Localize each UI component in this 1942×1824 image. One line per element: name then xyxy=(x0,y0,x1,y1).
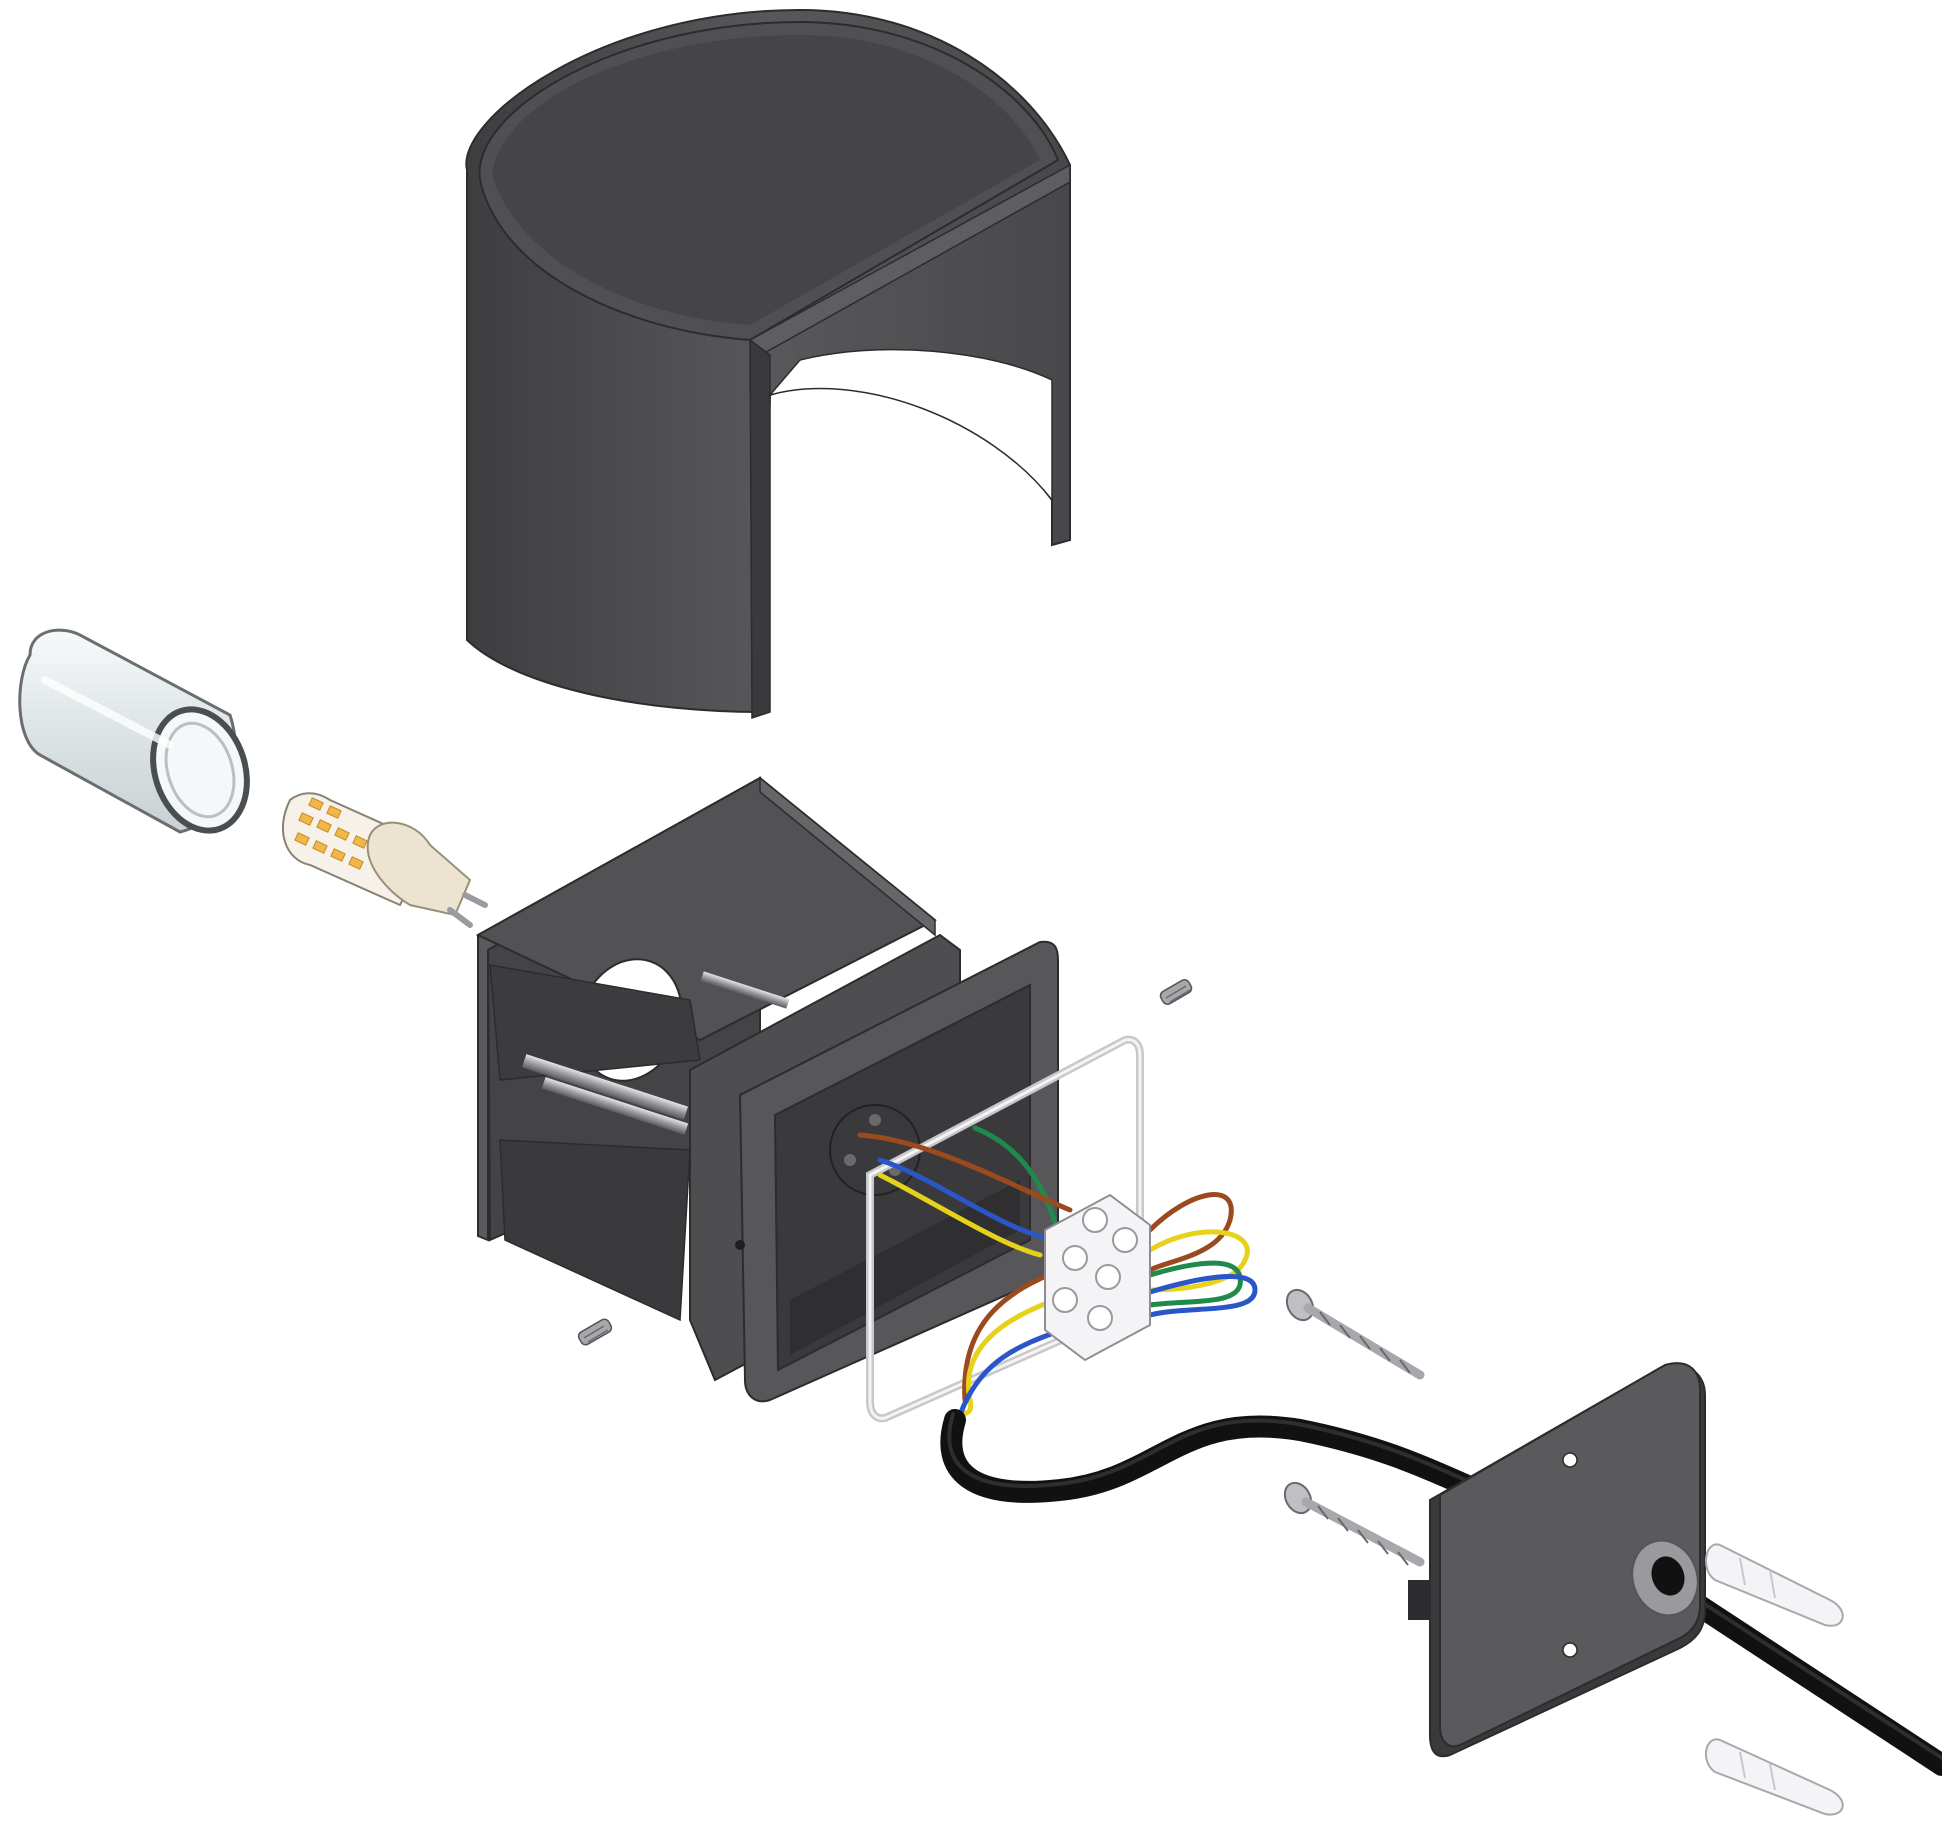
connector-hub-hole-1 xyxy=(869,1114,881,1126)
g9-led-bulb xyxy=(281,792,488,928)
wall-plate-hole-top xyxy=(1562,1452,1578,1468)
glass-cover xyxy=(18,628,250,834)
glass-highlight xyxy=(41,676,174,749)
cable-grommet-inner xyxy=(1651,1556,1685,1596)
bulb-base xyxy=(366,821,472,917)
housing-rod-upper xyxy=(521,1054,689,1120)
mounting-screw-bottom xyxy=(1283,1481,1425,1567)
lamp-housing xyxy=(475,776,1059,1403)
housing-rod-lower xyxy=(541,1077,689,1135)
housing-right-wall xyxy=(759,776,936,937)
wire-yellow-outer xyxy=(1147,1229,1250,1293)
mounting-screw-top xyxy=(1285,1288,1425,1380)
wire-yellow-inner xyxy=(877,1172,1043,1258)
wall-plate-face xyxy=(1439,1362,1701,1748)
wall-plug-top xyxy=(1704,1543,1844,1627)
wire-brown-cable xyxy=(962,1267,1063,1403)
bulb-leds xyxy=(294,797,368,870)
bulb-pin-1 xyxy=(447,907,473,928)
connector-hub-hole-2 xyxy=(844,1154,856,1166)
bulb-pin-2 xyxy=(462,892,488,908)
wire-blue-inner xyxy=(877,1157,1058,1243)
power-cable xyxy=(940,1409,1942,1776)
housing-rod-top xyxy=(700,971,790,1009)
grub-screw-top xyxy=(1159,979,1193,1005)
wall-plate xyxy=(1408,1362,1706,1758)
wire-brown-inner xyxy=(857,1132,1073,1213)
wire-blue-outer xyxy=(1147,1273,1258,1318)
housing-flap-upper xyxy=(489,964,701,1081)
glass-rim xyxy=(150,706,250,834)
housing-flap-lower xyxy=(499,1139,691,1322)
wire-green-outer xyxy=(1147,1260,1243,1308)
wall-plug-bottom xyxy=(1705,1738,1844,1816)
glass-rim-inner xyxy=(164,721,236,819)
grub-screw-bottom xyxy=(577,1318,613,1346)
shade-cutout xyxy=(767,348,1053,503)
wire-blue-cable xyxy=(957,1327,1065,1418)
wall-plate-hole-bottom xyxy=(1562,1642,1578,1658)
junction-box-inner-floor xyxy=(790,1180,1020,1355)
shade-front-edge xyxy=(749,338,771,720)
wire-brown-outer xyxy=(1147,1192,1234,1273)
shade-inner-back xyxy=(492,35,1040,325)
terminal-block xyxy=(1044,1193,1151,1362)
semicircular-shade xyxy=(465,8,1071,720)
housing-screw-hole xyxy=(735,1240,745,1250)
wall-plate-tab xyxy=(1408,1580,1430,1620)
